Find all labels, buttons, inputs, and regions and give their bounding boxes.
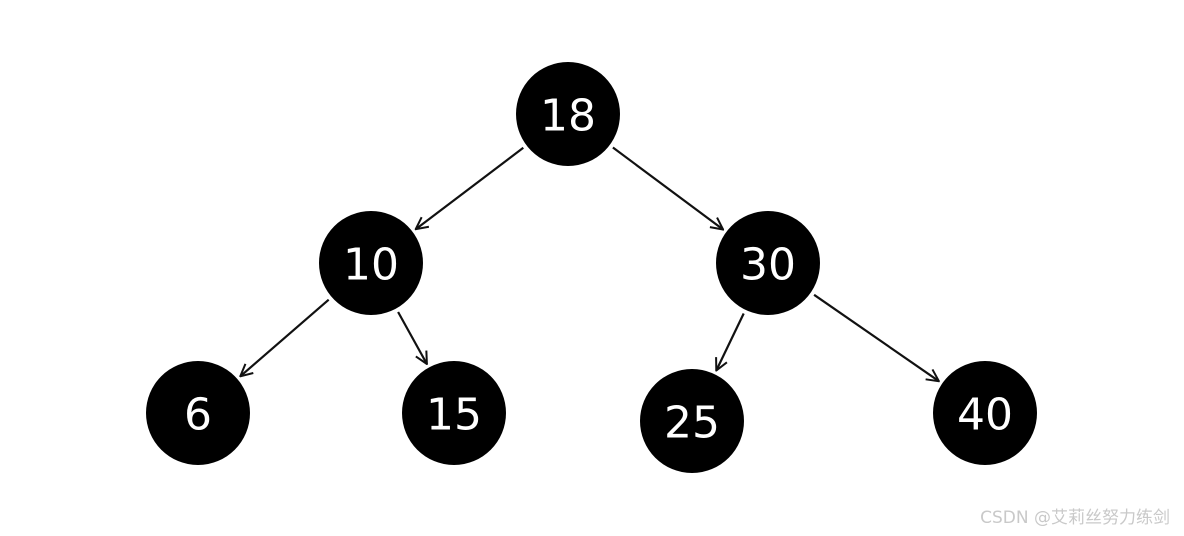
tree-node-40: 40 (933, 361, 1037, 465)
edge-18-to-10 (416, 146, 524, 229)
tree-node-25: 25 (640, 369, 744, 473)
tree-node-15: 15 (402, 361, 506, 465)
node-label: 10 (343, 240, 399, 291)
node-label: 18 (540, 91, 596, 142)
node-circle (402, 361, 506, 465)
watermark: CSDN @艾莉丝努力练剑 (980, 508, 1170, 528)
node-label: 40 (957, 390, 1013, 441)
node-circle (933, 361, 1037, 465)
node-label: 15 (426, 390, 482, 441)
node-circle (516, 62, 620, 166)
tree-node-18: 18 (516, 62, 620, 166)
edge-30-to-25 (716, 313, 745, 371)
tree-node-30: 30 (716, 211, 820, 315)
node-label: 30 (740, 240, 796, 291)
tree-node-10: 10 (319, 211, 423, 315)
tree-nodes: 18 10 30 6 15 25 40 (146, 62, 1037, 473)
edge-10-to-15 (397, 311, 427, 364)
node-label: 25 (664, 398, 720, 449)
tree-edges (240, 146, 939, 382)
edge-18-to-30 (612, 146, 723, 230)
node-circle (716, 211, 820, 315)
node-label: 6 (184, 390, 212, 441)
node-circle (640, 369, 744, 473)
tree-node-6: 6 (146, 361, 250, 465)
edge-30-to-40 (813, 293, 939, 381)
edge-10-to-6 (240, 298, 330, 377)
node-circle (319, 211, 423, 315)
node-circle (146, 361, 250, 465)
